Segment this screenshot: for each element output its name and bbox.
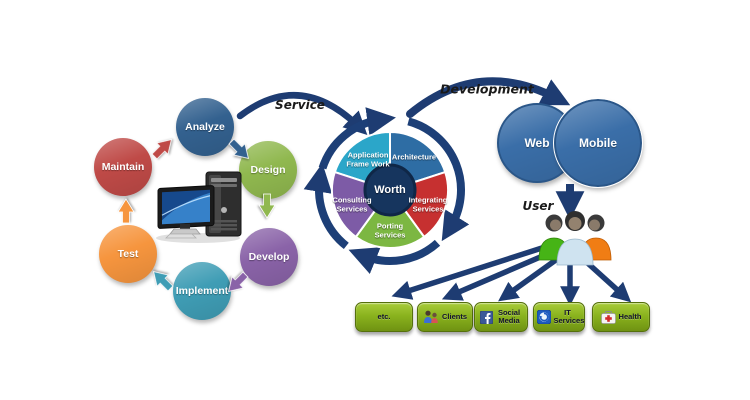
step-arrow-implement-test: [148, 266, 176, 294]
block-arrow-shape: [227, 271, 249, 293]
block-arrow-shape: [258, 193, 276, 219]
sdlc-step-label: Implement: [175, 285, 229, 297]
health-kit-icon: [600, 310, 616, 324]
channel-badge-it-services: IT Services: [533, 302, 585, 332]
channel-badge-etc: etc.: [355, 302, 413, 332]
user-center: [556, 211, 594, 266]
sdlc-step-test: Test: [99, 225, 157, 283]
pie-ring-arc-right: [407, 117, 470, 242]
pie-label-application-frame-work: Application Frame Work: [346, 150, 390, 168]
user-label: User: [522, 199, 554, 213]
pie-label-porting-services: Porting Services: [374, 221, 406, 239]
pie-label-integrating-services: Integrating Services: [408, 195, 448, 213]
sdlc-step-label: Develop: [248, 251, 290, 263]
arrow-to-etc: [391, 244, 546, 300]
sdlc-step-design: Design: [239, 141, 297, 199]
step-arrow-design-develop: [258, 193, 276, 219]
service-arc-arrow: [236, 92, 368, 136]
block-arrow-shape: [117, 198, 135, 224]
step-arrow-analyze-design: [226, 136, 254, 164]
pie-ring-arc-left: [303, 163, 349, 250]
web-label: Web: [524, 136, 550, 150]
pie-center-label: Worth: [374, 184, 406, 196]
channel-label-etc: etc.: [377, 311, 391, 321]
arrow-to-social-media: [498, 254, 562, 302]
arrow-to-clients: [441, 249, 554, 301]
pie-label-consulting-services: Consulting Services: [332, 195, 372, 213]
clients-people-icon: [423, 310, 438, 323]
pie-center-circle: [363, 163, 417, 217]
user-right: [580, 214, 612, 261]
users-icon: [538, 211, 612, 266]
sdlc-step-label: Maintain: [101, 161, 145, 173]
sdlc-step-label: Test: [117, 248, 139, 260]
channel-label-clients: Clients: [441, 311, 467, 321]
step-arrow-develop-implement: [223, 269, 251, 297]
channel-label-social-media: Social Media: [497, 307, 521, 325]
computer-illustration: [156, 171, 242, 243]
sdlc-step-implement: Implement: [173, 262, 231, 320]
pie-slice-porting-services: [354, 188, 426, 249]
pie-ring-arrows: [303, 107, 470, 274]
channel-badge-social-media: Social Media: [474, 302, 528, 332]
sdlc-step-label: Analyze: [185, 121, 225, 133]
sdlc-step-maintain: Maintain: [94, 138, 152, 196]
block-arrow-shape: [228, 138, 250, 160]
sdlc-step-develop: Develop: [240, 228, 298, 286]
pie-label-architecture: Architecture: [391, 152, 437, 162]
sdlc-step-analyze: Analyze: [176, 98, 234, 156]
pie-ring-arc-bottom: [348, 239, 441, 274]
service-label: Service: [275, 98, 325, 112]
sdlc-step-label: Design: [250, 164, 286, 176]
keyboard-icon: [165, 233, 197, 239]
channel-label-it-services: IT Services: [553, 307, 585, 325]
services-pie: [330, 130, 450, 249]
mobile-label: Mobile: [579, 136, 617, 150]
development-arc-arrow: [406, 77, 571, 118]
block-arrow-shape: [151, 138, 173, 160]
monitor-icon: [157, 185, 215, 235]
step-arrow-test-maintain: [117, 198, 135, 224]
channel-label-health: Health: [618, 311, 642, 321]
facebook-icon: [480, 310, 493, 324]
block-arrow-shape: [152, 270, 174, 292]
channel-badge-health: Health: [592, 302, 650, 332]
it-services-icon: [536, 310, 551, 324]
mobile-circle: Mobile: [553, 98, 643, 188]
channel-badge-clients: Clients: [417, 302, 473, 332]
development-label: Development: [440, 81, 534, 97]
step-arrow-maintain-analyze: [149, 134, 177, 162]
pie-ring-arc-top: [318, 107, 396, 170]
